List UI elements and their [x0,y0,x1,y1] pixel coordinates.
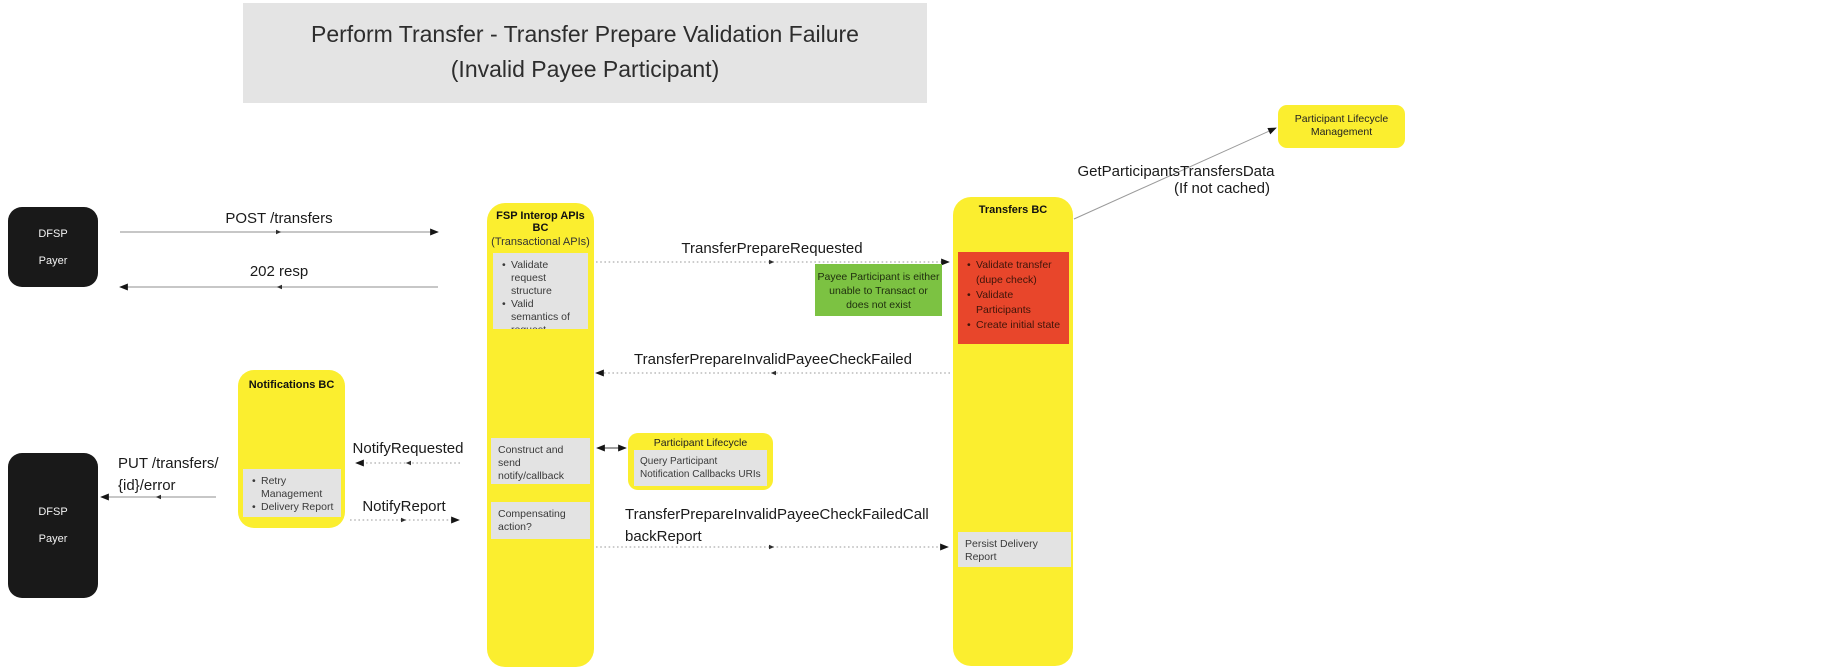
message-put-error: PUT /transfers/ {id}/error [118,453,219,497]
lane-fsp-interop-apis-bc: FSP Interop APIs BC (Transactional APIs)… [487,203,594,667]
actor-dfsp-payer-bottom: DFSP Payer [8,453,98,598]
diagram-title-banner: Perform Transfer - Transfer Prepare Vali… [243,3,927,103]
note-payee-invalid: Payee Participant is either unable to Tr… [815,264,942,316]
note-item: Delivery Report [250,501,336,514]
note-construct-send: Construct and send notify/callback reque… [491,438,590,484]
note-item: Validate transfer (dupe check) [965,258,1064,288]
message-transfer-prepare-requested: TransferPrepareRequested [681,240,863,257]
message-callback-report: TransferPrepareInvalidPayeeCheckFailedCa… [625,506,929,545]
box-label-line2: Management [1310,126,1373,138]
message-get-participants-note: (If not cached) [1174,180,1270,197]
note-line2: unable to Transact or [829,285,928,297]
message-put-error-line2: {id}/error [118,477,176,494]
actor-label-line2: Payer [38,533,68,545]
note-retry-delivery: Retry Management Delivery Report [243,469,341,517]
note-item: Valid semantics of request [500,298,583,329]
message-notify-report: NotifyReport [362,498,446,515]
message-check-failed: TransferPrepareInvalidPayeeCheckFailed [634,351,912,368]
note-query-participant: Query Participant Notification Callbacks… [634,450,767,486]
note-persist-delivery: Persist Delivery Report [958,532,1071,567]
lane-notifications-bc: Notifications BC Retry Management Delive… [238,370,345,528]
diagram-title-line2: (Invalid Payee Participant) [450,56,720,82]
note-validate-request: Validate request structure Valid semanti… [493,253,588,329]
box-title: Participant Lifecycle [653,437,748,449]
box-label-line1: Participant Lifecycle [1294,113,1389,125]
note-line3: does not exist [846,299,911,311]
note-compensating-action: Compensating action? [491,502,590,539]
actor-label-line2: Payer [38,254,68,267]
actor-dfsp-payer-top: DFSP Payer [8,207,98,287]
box-participant-lifecycle: Participant Lifecycle Query Participant … [628,433,773,490]
note-line1: Payee Participant is either [817,271,940,283]
diagram-title-line1: Perform Transfer - Transfer Prepare Vali… [311,21,859,47]
message-202-resp: 202 resp [249,263,309,280]
lane-title: Notifications BC [248,379,335,391]
message-notify-requested: NotifyRequested [352,440,464,457]
note-validate-transfer: Validate transfer (dupe check) Validate … [958,252,1069,344]
note-line1: Query Participant [640,456,718,467]
actor-label-line1: DFSP [38,506,68,518]
lane-title: Transfers BC [978,204,1048,216]
note-item: Retry Management [250,475,336,501]
note-item: Create initial state [965,318,1064,333]
lane-transfers-bc: Transfers BC Validate transfer (dupe che… [953,197,1073,666]
message-put-error-line1: PUT /transfers/ [118,455,219,472]
box-participant-lifecycle-management: Participant Lifecycle Management [1278,105,1405,148]
note-item: Validate Participants [965,288,1064,318]
actor-label-line1: DFSP [38,227,68,240]
note-item: Validate request structure [500,259,583,298]
message-post-transfers: POST /transfers [225,210,333,227]
lane-title: FSP Interop APIs BC [496,210,585,234]
message-get-participants: GetParticipantsTransfersData [1077,163,1275,180]
note-line2: Notification Callbacks URIs [640,469,761,480]
lane-subtitle: (Transactional APIs) [491,236,590,248]
